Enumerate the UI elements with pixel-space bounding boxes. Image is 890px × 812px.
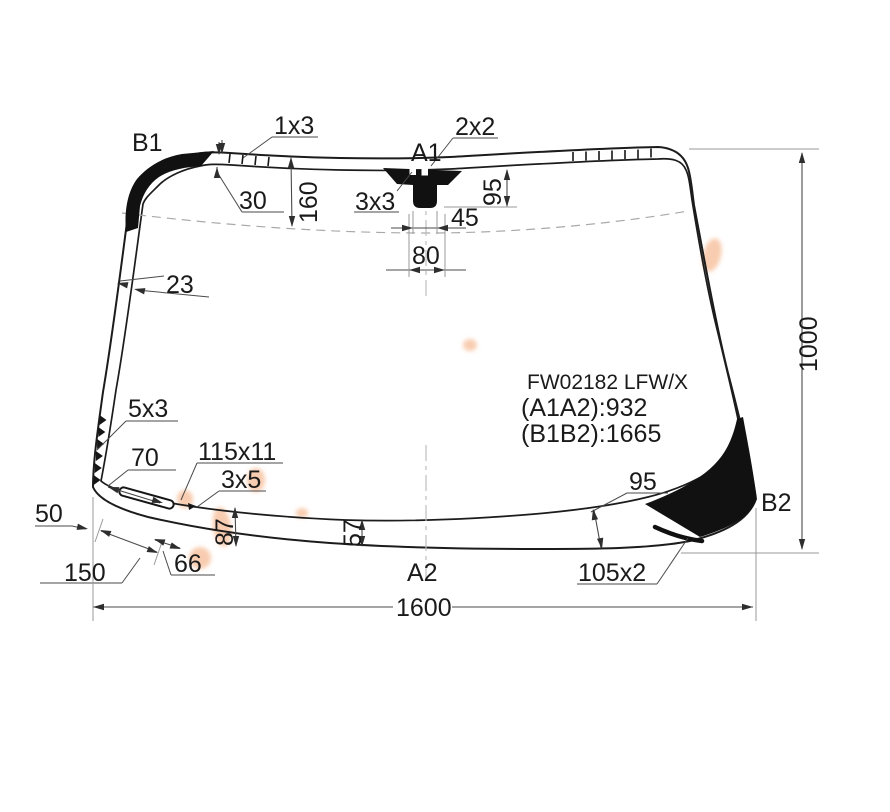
dim-150: 150 — [64, 559, 106, 587]
dim-45: 45 — [451, 204, 479, 232]
dim-95-top: 95 — [479, 178, 507, 206]
dimension-arrows — [76, 143, 806, 611]
watermark-smudges — [177, 238, 722, 569]
dim-105x2: 105x2 — [578, 559, 646, 587]
ceramic-black-areas — [118, 151, 757, 544]
b1-corner-band — [125, 151, 214, 232]
dim-3x3: 3x3 — [355, 188, 395, 216]
b2-strip-105x2 — [652, 524, 705, 544]
dim-1000: 1000 — [795, 316, 823, 372]
part-code: FW02182 LFW/X — [527, 371, 688, 394]
label-a1: A1 — [411, 139, 442, 167]
dim-2x2: 2x2 — [455, 113, 495, 141]
dim-115x11: 115x11 — [198, 438, 276, 466]
part-b1b2: (B1B2):1665 — [521, 420, 661, 448]
dim-23: 23 — [166, 271, 194, 299]
bracket-notch-left — [409, 166, 416, 175]
dim-1x3: 1x3 — [274, 112, 314, 140]
notch-3x5-mark — [188, 503, 196, 510]
label-b1: B1 — [132, 129, 163, 157]
label-b2: B2 — [761, 489, 792, 517]
top-edge-ticks-1x3 — [228, 148, 652, 167]
part-a1a2: (A1A2):932 — [521, 394, 647, 422]
slot-115x11 — [118, 486, 175, 510]
left-edge-serrations-5x3 — [93, 415, 107, 485]
glass-inner-edge — [100, 157, 741, 522]
bracket-notch-right — [421, 167, 428, 176]
dim-66: 66 — [174, 550, 202, 578]
dim-87: 87 — [211, 518, 239, 546]
dim-95-bottom: 95 — [629, 468, 657, 496]
dim-50: 50 — [35, 500, 63, 528]
dim-30: 30 — [239, 187, 267, 215]
dim-160: 160 — [295, 181, 323, 223]
dim-70: 70 — [131, 444, 159, 472]
glass-outline — [92, 146, 757, 583]
b2-corner-band — [645, 417, 757, 537]
dim-5x3: 5x3 — [128, 395, 168, 423]
dim-3x5: 3x5 — [221, 466, 261, 494]
label-a2: A2 — [407, 559, 438, 587]
dim-80: 80 — [412, 242, 440, 270]
diagram-labels: B1 1x3 A1 2x2 30 160 3x3 95 45 80 23 100… — [35, 112, 823, 622]
dim-1600: 1600 — [396, 594, 452, 622]
dim-57: 57 — [339, 519, 367, 547]
a1-mirror-bracket — [383, 168, 462, 208]
shade-band-dashed-line — [121, 210, 689, 234]
